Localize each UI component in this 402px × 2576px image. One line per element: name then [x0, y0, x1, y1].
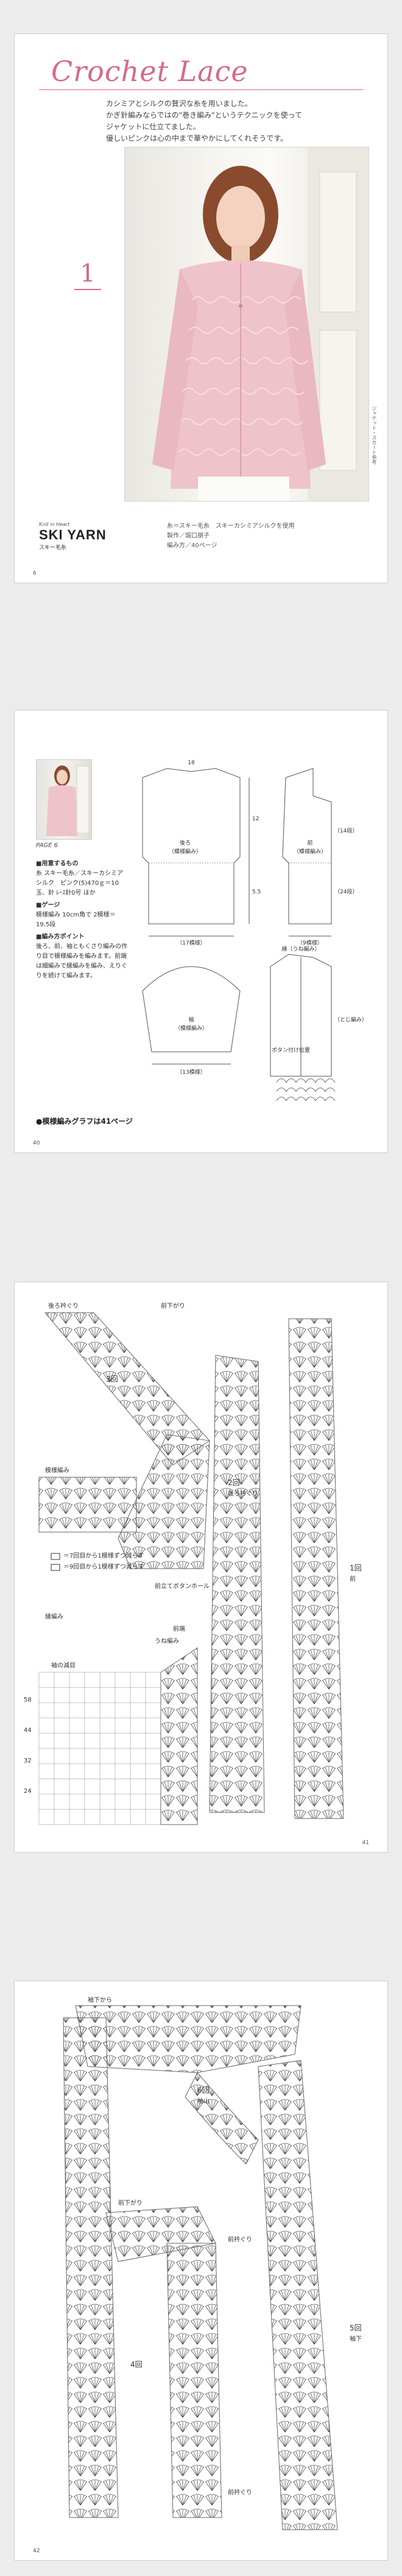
intro-text: カシミアとシルクの贅沢な糸を用いました。 かぎ針編みならではの"巻き編み"という… [106, 98, 362, 144]
page-number: 6 [33, 570, 37, 577]
front-piece-sublabel: （模様編み） [294, 848, 326, 855]
credit-line: 製作／堀口朋子 [167, 533, 210, 539]
credit-block: 糸＝スキー毛糸 スキーカシミアシルクを使用 製作／堀口朋子 編み方／40ページ [167, 522, 295, 551]
credit-line: 編み方／40ページ [167, 542, 217, 549]
page-title: Crochet Lace [51, 55, 249, 88]
row-number: 24 [24, 1788, 32, 1795]
intro-line: かぎ針編みならではの"巻き編み"というテクニックを使って [106, 111, 303, 119]
back-piece-label: 後ろ [180, 839, 191, 846]
legend-entry: ＝7回目から1模様ずつ減らす [63, 1553, 144, 1559]
magazine-page-chart-a: 後ろ衿ぐり 前下がり 3回 模様編み 2回 後ろ衿ぐり 1回 前 縁編み ＝7回… [15, 1282, 387, 1852]
diagram-label: 前衿ぐり [228, 2489, 252, 2496]
credit-line: 糸＝スキー毛糸 スキーカシミアシルクを使用 [167, 523, 295, 530]
spec-body: 模様編み 10cm角で 2模様＝19.5段 [36, 912, 116, 928]
page-reference-label: PAGE 6 [36, 842, 58, 849]
brand-tagline: Knit in Heart [39, 522, 70, 527]
diagram-label: 袖下から [88, 1997, 112, 2004]
intro-line: 優しいピンクは心の中まで華やかにしてくれそうです。 [106, 134, 288, 143]
pattern-graph-footnote: ●模様編みグラフは41ページ [36, 1117, 133, 1126]
diagram-label: 袖下 [350, 2336, 362, 2343]
page-number: 41 [362, 1840, 369, 1846]
stitch-chart [63, 2005, 338, 2530]
materials-spec: ■用意するもの 糸 スキー毛糸／スキーカシミアシルク ピンク(5)470ｇ＝10… [36, 857, 127, 981]
diagram-label: 模様編み [45, 1467, 69, 1474]
brand-logo: Knit in Heart SKI YARN スキー毛糸 [39, 522, 112, 551]
diagram-label: 前下がり [161, 1303, 185, 1310]
row-count: （14段） [334, 827, 358, 834]
section-label: 3回 [106, 1375, 118, 1383]
section-label: 1回 [350, 1564, 362, 1572]
stitch-label: （とじ編み） [334, 1016, 367, 1023]
title-block: Crochet Lace [15, 45, 387, 88]
row-number: 44 [24, 1727, 32, 1734]
intro-line: ジャケットに仕立てました。 [106, 122, 200, 131]
section-label: 5回 [350, 2324, 362, 2332]
diagram-label: 後ろ衿ぐり [48, 1303, 79, 1310]
legend-entry: ＝9回目から1模様ずつ減らす [63, 1564, 144, 1570]
magazine-page-instructions: PAGE 6 ■用意するもの 糸 スキー毛糸／スキーカシミアシルク ピンク(5)… [15, 711, 387, 1152]
diagram-label: 後ろ衿ぐり [228, 1491, 258, 1497]
button-position-label: ボタン付け位置 [272, 1046, 310, 1054]
diagram-label: 前衿ぐり [228, 2237, 252, 2243]
badge-underline [74, 289, 101, 290]
brand-name: SKI YARN [39, 527, 107, 542]
spec-heading: ■用意するもの [36, 860, 79, 867]
back-piece-sublabel: （模様編み） [169, 848, 202, 855]
intro-line: カシミアとシルクの贅沢な糸を用いました。 [106, 99, 252, 108]
diagram-label: 縁編み [45, 1614, 63, 1620]
brand-subtitle: スキー毛糸 [39, 545, 67, 551]
sleeve-sublabel: （模様編み） [175, 1024, 208, 1032]
model-thumbnail [36, 759, 92, 840]
diagram-label: 前立てボタンホール [155, 1583, 210, 1590]
section-label: 6回 [197, 2086, 210, 2095]
title-divider [39, 89, 363, 90]
diagram-label: 前下がり [118, 2200, 143, 2207]
diagram-label: 前端 [173, 1626, 185, 1633]
sleeve-width-dimension: （13模様） [177, 1068, 205, 1076]
page-number: 42 [33, 2548, 40, 2554]
dimension-value: 5.5 [252, 889, 261, 895]
diagram-label: 袖山 [197, 2098, 210, 2105]
diagram-label: 前 [350, 1576, 356, 1583]
magazine-page-chart-b: 袖下から 6回 袖山 前下がり 前衿ぐり 4回 5回 袖下 前衿ぐり 42 [15, 1981, 387, 2560]
diagram-label: うね編み [155, 1638, 179, 1645]
dimension-value: 12 [252, 816, 259, 822]
thumbnail-illustration [46, 765, 90, 836]
spec-heading: ■ゲージ [36, 902, 60, 909]
row-number: 32 [24, 1758, 32, 1764]
section-label: 2回 [228, 1478, 240, 1487]
section-label: 4回 [130, 2360, 143, 2369]
model-photo [124, 147, 369, 502]
page-number: 40 [33, 1140, 40, 1146]
project-number-badge: 1 [69, 260, 106, 290]
back-width-dimension: （17模様） [177, 939, 205, 946]
dimension-value: 18 [188, 760, 195, 766]
front-piece-label: 前 [307, 839, 312, 846]
spec-body: 糸 スキー毛糸／スキーカシミアシルク ピンク(5)470ｇ＝10玉、針 ﾚｰｽ針… [36, 870, 124, 896]
row-number: 58 [24, 1697, 32, 1703]
project-number: 1 [80, 260, 96, 288]
spec-body: 後ろ、前、袖ともくさり編みの作り目で模様編みを編みます。前端は細編みで縁編みを編… [36, 943, 127, 979]
diagram-label: 袖の減目 [51, 1662, 76, 1669]
stitch-chart [38, 1312, 344, 1825]
spec-heading: ■編み方ポイント [36, 934, 85, 940]
side-note: ジャケット・スカート参考 [372, 406, 377, 464]
model-illustration [152, 147, 368, 501]
sleeve-label: 袖 [188, 1016, 194, 1023]
border-label: 縁（うね編み） [281, 945, 320, 953]
schematic-diagram: 後ろ （模様編み） 前 （模様編み） 袖 （模様編み） 縁（うね編み） （とじ編… [142, 760, 367, 1101]
row-count: （24段） [334, 888, 358, 895]
front-width-dimension: （9模様） [297, 939, 323, 946]
magazine-page-cover: Crochet Lace カシミアとシルクの贅沢な糸を用いました。 かぎ針編みな… [15, 34, 387, 583]
